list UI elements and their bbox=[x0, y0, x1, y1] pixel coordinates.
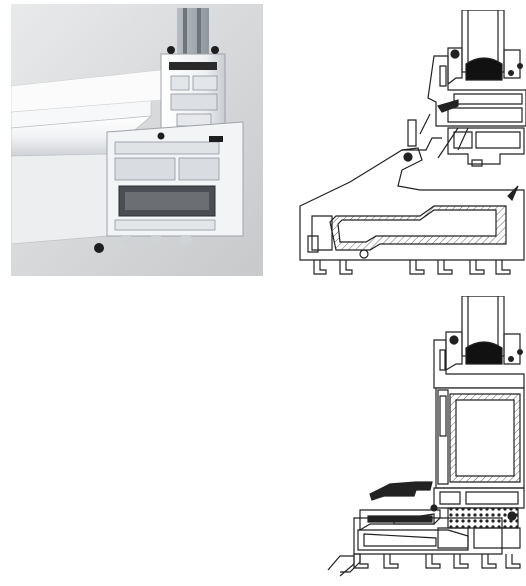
profile-cross-section-top bbox=[298, 10, 526, 276]
profile-cutaway-photo bbox=[11, 4, 263, 276]
cross-section-top-drawing bbox=[299, 10, 526, 275]
cutaway-photo-graphic bbox=[11, 4, 263, 276]
profile-cross-section-bottom bbox=[298, 296, 526, 586]
cross-section-bottom-drawing bbox=[327, 296, 525, 577]
